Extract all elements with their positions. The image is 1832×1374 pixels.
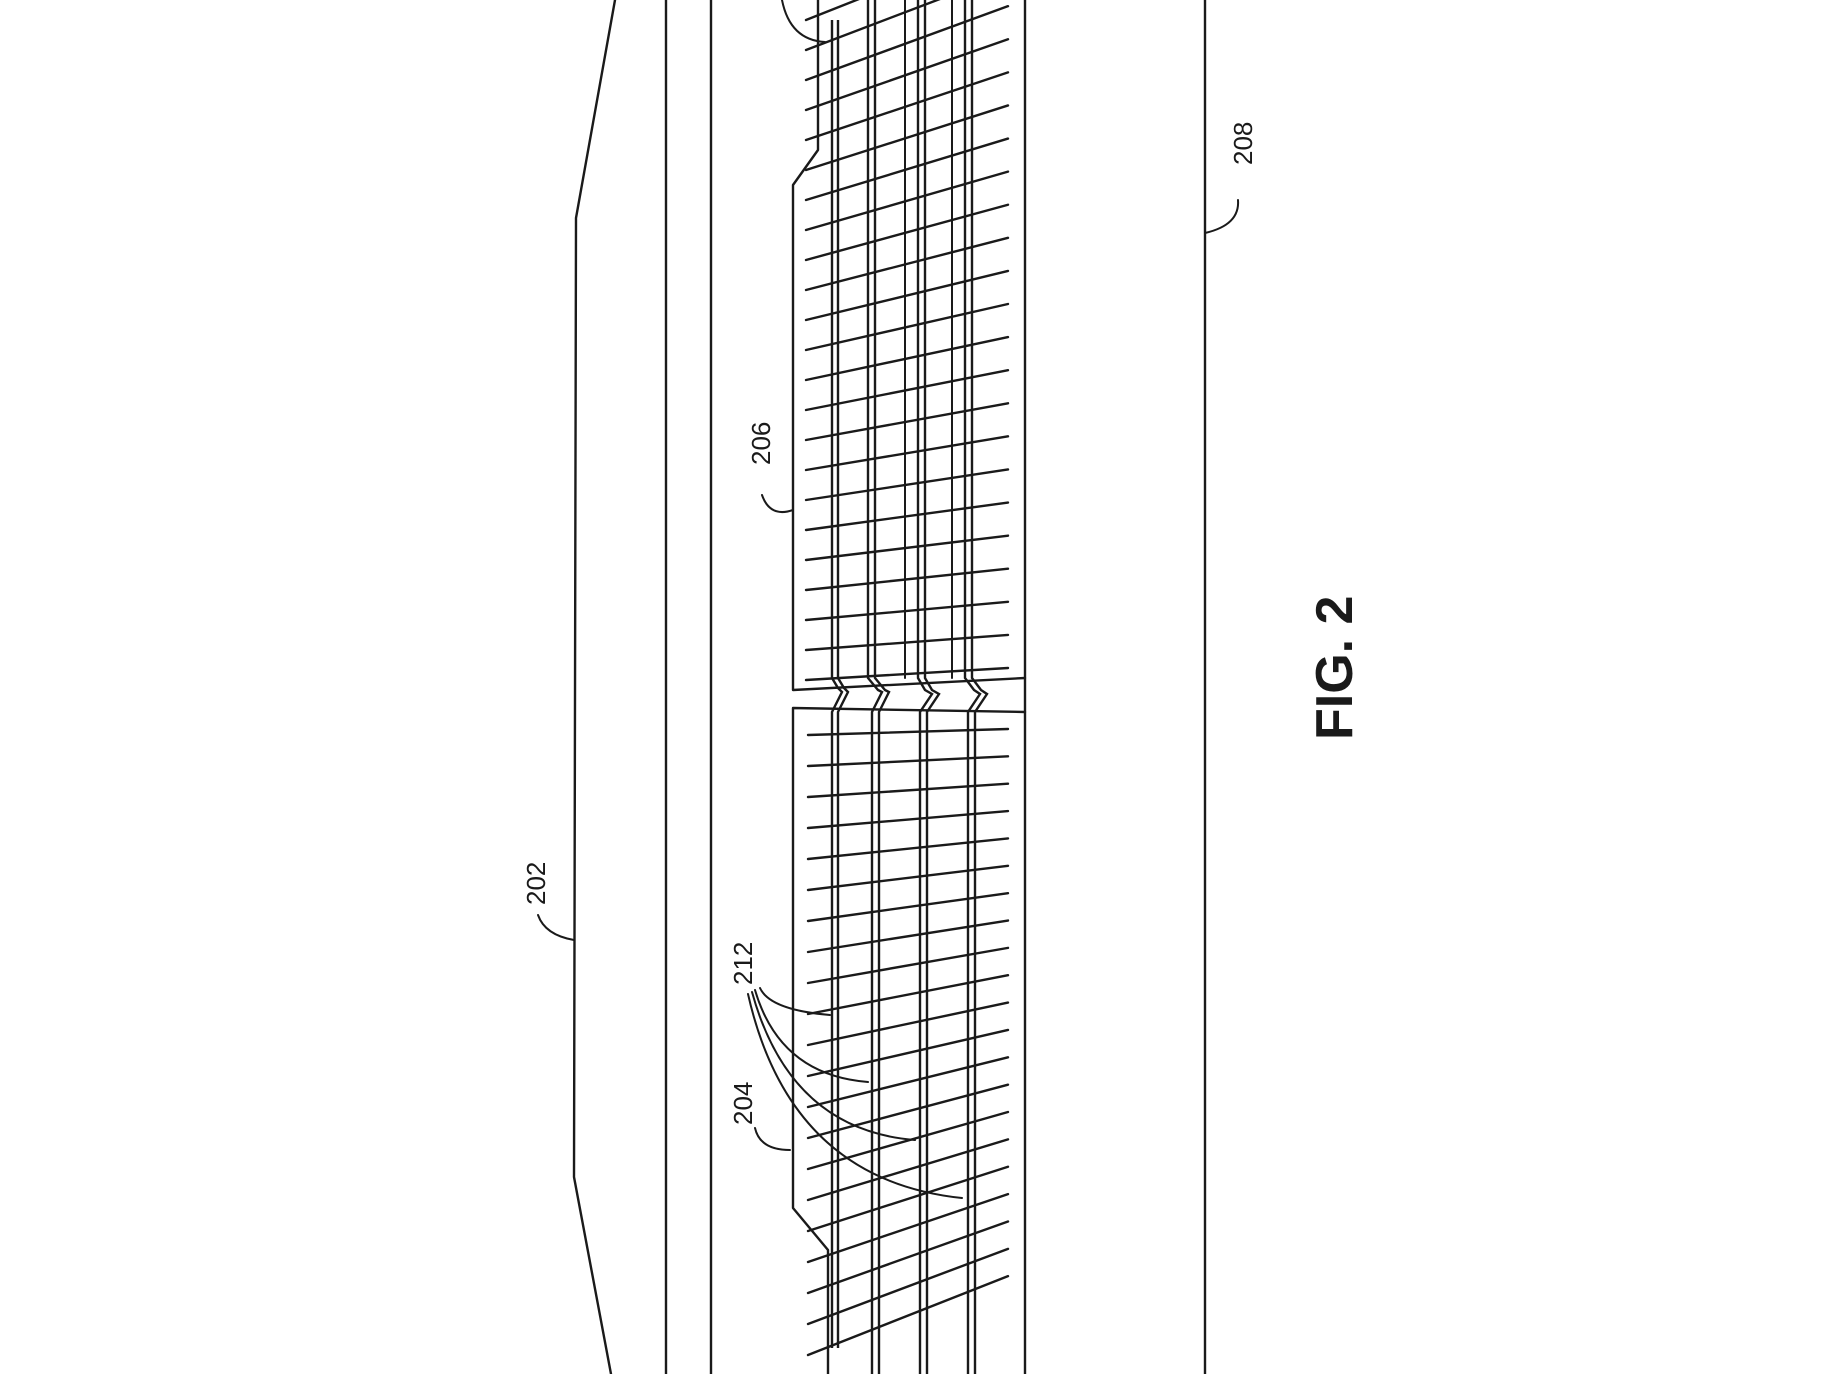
hatch-upper-line-15 <box>806 436 1008 470</box>
upper-panel-hatching <box>806 0 1008 680</box>
housing-outline-202 <box>574 0 615 1374</box>
leader-202 <box>538 915 574 940</box>
fiber-4-inner <box>972 0 987 1374</box>
hatch-upper-line-14 <box>806 403 1008 440</box>
figure-caption: FIG. 2 <box>1306 596 1364 740</box>
hatch-upper-line-18 <box>806 536 1008 560</box>
hatch-upper-line-8 <box>806 205 1008 260</box>
hatch-upper-line-19 <box>806 569 1008 590</box>
label-204: 204 <box>728 1082 758 1125</box>
hatch-upper-line-5 <box>806 105 1008 170</box>
fiber-3-inner <box>925 0 939 1374</box>
hatch-upper-line-10 <box>806 271 1008 320</box>
hatch-upper-line-21 <box>806 635 1008 650</box>
leader-206 <box>762 495 793 512</box>
hatch-upper-line-16 <box>806 469 1008 500</box>
hatch-upper-line-2 <box>806 6 1008 80</box>
hatch-upper-line-9 <box>806 238 1008 290</box>
hatch-upper-line-4 <box>806 72 1008 140</box>
hatch-upper-line-17 <box>806 503 1008 530</box>
hatch-upper-line-7 <box>806 172 1008 230</box>
leader-212-c <box>752 992 915 1140</box>
hatch-upper-line-13 <box>806 370 1008 410</box>
hatch-upper-line-3 <box>806 39 1008 110</box>
label-202: 202 <box>521 862 551 905</box>
label-206: 206 <box>746 422 776 465</box>
hatch-upper-line-20 <box>806 602 1008 620</box>
label-212: 212 <box>728 942 758 985</box>
leader-204 <box>755 1128 790 1150</box>
hatch-upper-line-22 <box>806 668 1008 680</box>
hatch-upper-line-6 <box>806 139 1008 200</box>
leader-208 <box>1205 200 1238 233</box>
label-208: 208 <box>1228 122 1258 165</box>
